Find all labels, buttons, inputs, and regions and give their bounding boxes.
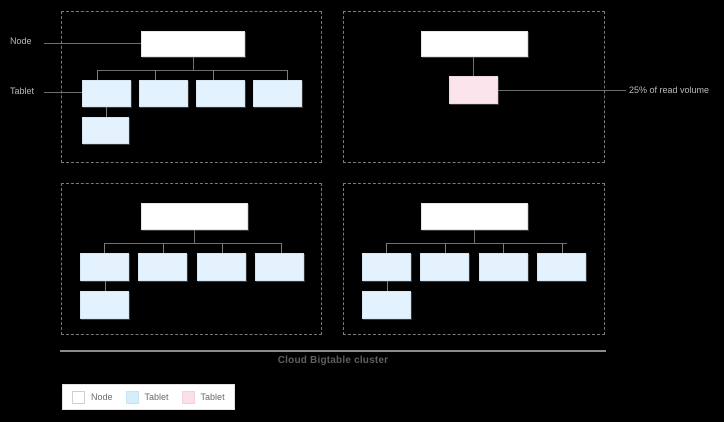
legend-item-tablet: Tablet: [125, 390, 169, 404]
tablet-box-4-5[interactable]: [362, 291, 411, 319]
connector-drop-1-4: [287, 70, 288, 80]
cluster-node-panel-1: [61, 11, 322, 163]
connector-bus-4: [386, 243, 567, 244]
node-box-4[interactable]: [421, 203, 528, 230]
diagram-caption: Cloud Bigtable cluster: [277, 355, 389, 366]
connector-drop-1-3: [213, 70, 214, 80]
tablet-box-3-2[interactable]: [138, 253, 187, 281]
node-box-1[interactable]: [141, 31, 245, 57]
connector-node-stem-3: [194, 230, 195, 243]
node-box-3[interactable]: [141, 203, 248, 230]
annotation-read-volume: 25% of read volume: [629, 85, 710, 95]
legend-swatch-node: [72, 390, 85, 404]
tablet-box-1-4[interactable]: [253, 80, 302, 107]
leader-line-node: [44, 43, 141, 44]
connector-node-stem-2: [473, 57, 474, 76]
connector-drop-3-3: [222, 243, 223, 253]
legend: Node Tablet Tablet: [62, 384, 235, 410]
tablet-box-3-3[interactable]: [197, 253, 246, 281]
connector-drop-4-4: [562, 243, 563, 253]
tablet-box-3-1[interactable]: [80, 253, 129, 281]
tablet-box-4-4[interactable]: [537, 253, 586, 281]
tablet-box-1-2[interactable]: [139, 80, 188, 107]
connector-bus-1: [97, 70, 287, 71]
connector-drop-4-5: [387, 281, 388, 291]
legend-swatch-hot-tablet: [181, 390, 195, 404]
tablet-box-4-2[interactable]: [420, 253, 469, 281]
legend-label-node: Node: [91, 391, 113, 402]
legend-item-node: Node: [72, 390, 113, 404]
connector-bus-3: [104, 243, 281, 244]
legend-label-tablet: Tablet: [144, 391, 169, 402]
tablet-box-4-1[interactable]: [362, 253, 411, 281]
cluster-node-panel-4: [343, 183, 605, 335]
tablet-box-3-4[interactable]: [255, 253, 304, 281]
connector-drop-4-3: [503, 243, 504, 253]
cluster-node-panel-3: [61, 183, 322, 335]
connector-node-stem-1: [193, 57, 194, 70]
legend-swatch-tablet: [125, 390, 139, 404]
tablet-box-3-5[interactable]: [80, 291, 129, 319]
connector-drop-4-1: [386, 243, 387, 253]
connector-drop-1-5: [106, 107, 107, 117]
annotation-leader-line: [498, 90, 626, 91]
cluster-divider: [60, 350, 606, 352]
connector-drop-3-1: [104, 243, 105, 253]
legend-item-hot-tablet: Tablet: [181, 390, 225, 404]
connector-node-stem-4: [474, 230, 475, 243]
tablet-box-1-1[interactable]: [82, 80, 131, 107]
tablet-box-1-3[interactable]: [196, 80, 245, 107]
side-label-tablet: Tablet: [10, 86, 35, 96]
tablet-box-1-5[interactable]: [82, 117, 129, 144]
connector-drop-1-1: [97, 70, 98, 80]
tablet-box-4-3[interactable]: [479, 253, 528, 281]
connector-drop-3-5: [105, 281, 106, 291]
leader-line-tablet: [44, 92, 82, 93]
node-box-2[interactable]: [421, 31, 528, 57]
cluster-node-panel-2: [343, 11, 605, 163]
connector-drop-3-2: [163, 243, 164, 253]
legend-label-hot-tablet: Tablet: [200, 391, 225, 402]
connector-drop-3-4: [281, 243, 282, 253]
connector-drop-4-2: [445, 243, 446, 253]
connector-drop-1-2: [155, 70, 156, 80]
hot-tablet-box-2[interactable]: [449, 76, 498, 104]
side-label-node: Node: [10, 36, 32, 46]
